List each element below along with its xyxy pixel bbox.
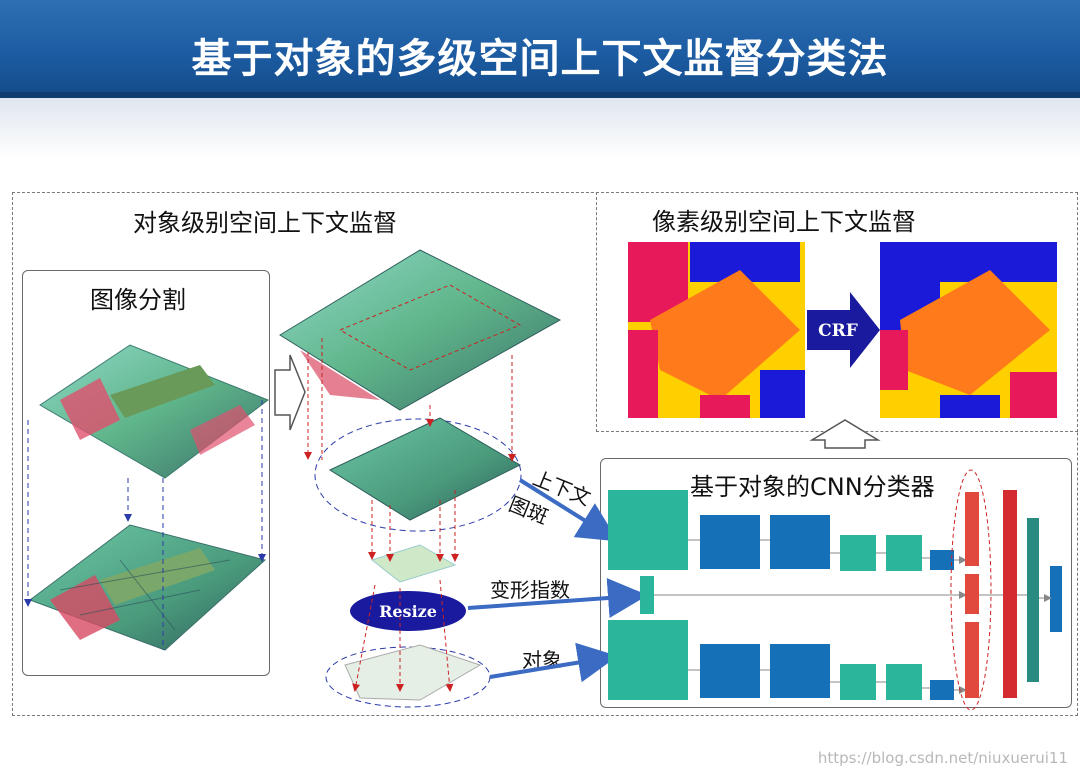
header-underline xyxy=(0,92,1080,98)
cnn-deform-branch xyxy=(640,576,967,614)
stack-object-layer xyxy=(325,644,491,708)
segmentation-dashed-lines xyxy=(24,400,266,650)
segmentation-image-bottom xyxy=(28,524,267,651)
resize-label: Resize xyxy=(379,602,437,621)
stack-top-layer xyxy=(279,249,562,411)
deform-arrow xyxy=(467,578,648,618)
context-arrow xyxy=(518,478,619,542)
header-bar xyxy=(0,0,1080,98)
segmentation-image-top xyxy=(39,344,270,479)
crf-label: CRF xyxy=(818,321,858,341)
page-title: 基于对象的多级空间上下文监督分类法 xyxy=(191,36,889,82)
header-shadow xyxy=(0,98,1080,158)
cnn-classifier-title: 基于对象的CNN分类器 xyxy=(690,473,935,501)
segmentation-title: 图像分割 xyxy=(90,286,186,314)
hollow-up-arrow xyxy=(809,419,881,449)
watermark: https://blog.csdn.net/niuxuerui11 xyxy=(817,749,1068,767)
cnn-bottom-branch xyxy=(608,620,965,700)
pixel-level-title: 像素级别空间上下文监督 xyxy=(652,208,916,236)
object-arrow xyxy=(489,642,618,683)
pixel-map-after xyxy=(880,242,1057,418)
resize-ellipse xyxy=(350,591,466,631)
crf-arrow xyxy=(807,292,880,368)
deform-index-label: 变形指数 xyxy=(490,578,570,602)
stack-context-layer xyxy=(314,417,522,532)
cnn-top-branch xyxy=(608,490,965,571)
object-level-title: 对象级别空间上下文监督 xyxy=(133,209,397,237)
main-diagram-frame xyxy=(12,192,1078,716)
cnn-fusion-layers xyxy=(950,469,1062,711)
pixel-map-before xyxy=(628,242,805,418)
hollow-right-arrow xyxy=(274,354,306,431)
stack-small-object xyxy=(370,544,457,583)
stack-red-dashed-lines xyxy=(304,338,516,692)
